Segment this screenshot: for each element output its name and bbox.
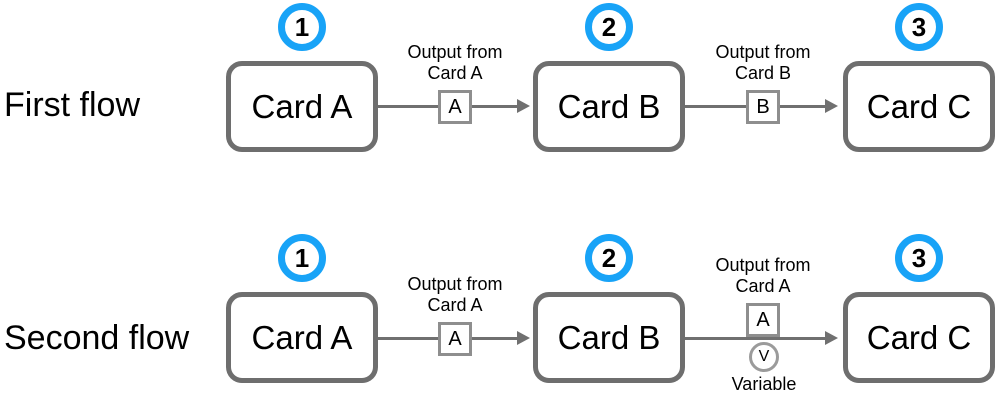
variable-label: Variable <box>731 374 797 394</box>
connector-label-line1: Output from <box>407 274 503 294</box>
card-title: Card A <box>251 318 353 356</box>
first-flow-card-b: Card B <box>533 61 685 152</box>
connector-line <box>685 337 825 340</box>
arrowhead-icon <box>517 331 530 345</box>
connector-label-line1: Output from <box>715 42 811 62</box>
second-flow-card-a: Card A <box>226 292 378 383</box>
arrowhead-icon <box>825 99 838 113</box>
first-flow-card-a: Card A <box>226 61 378 152</box>
second-flow-step-3-badge: 3 <box>895 234 943 282</box>
connector-label-line2: Card A <box>427 295 483 315</box>
card-title: Card B <box>557 87 661 125</box>
card-title: Card A <box>251 87 353 125</box>
second-flow-card-b: Card B <box>533 292 685 383</box>
card-title: Card C <box>866 87 972 125</box>
first-flow-step-2-badge: 2 <box>585 3 633 51</box>
arrowhead-icon <box>517 99 530 113</box>
connector-label-line2: Card A <box>735 276 791 296</box>
first-flow-card-c: Card C <box>843 61 995 152</box>
second-flow-card-c: Card C <box>843 292 995 383</box>
card-title: Card B <box>557 318 661 356</box>
connector-label: Output from Card A <box>693 255 833 297</box>
first-flow-label: First flow <box>4 86 140 124</box>
output-token: A <box>746 303 780 337</box>
first-flow-step-3-badge: 3 <box>895 3 943 51</box>
output-token: A <box>438 322 472 356</box>
output-token: B <box>746 90 780 124</box>
arrowhead-icon <box>825 331 838 345</box>
output-token: A <box>438 90 472 124</box>
variable-token: V <box>749 342 779 372</box>
connector-label-line2: Card A <box>427 63 483 83</box>
connector-label-line2: Card B <box>734 63 792 83</box>
connector-label: Output from Card A <box>385 42 525 84</box>
card-title: Card C <box>866 318 972 356</box>
first-flow-step-1-badge: 1 <box>278 3 326 51</box>
connector-label: Output from Card B <box>693 42 833 84</box>
connector-label-line1: Output from <box>407 42 503 62</box>
connector-label-line1: Output from <box>715 255 811 275</box>
second-flow-label: Second flow <box>4 319 190 357</box>
connector-label: Output from Card A <box>385 274 525 316</box>
second-flow-step-1-badge: 1 <box>278 234 326 282</box>
second-flow-step-2-badge: 2 <box>585 234 633 282</box>
